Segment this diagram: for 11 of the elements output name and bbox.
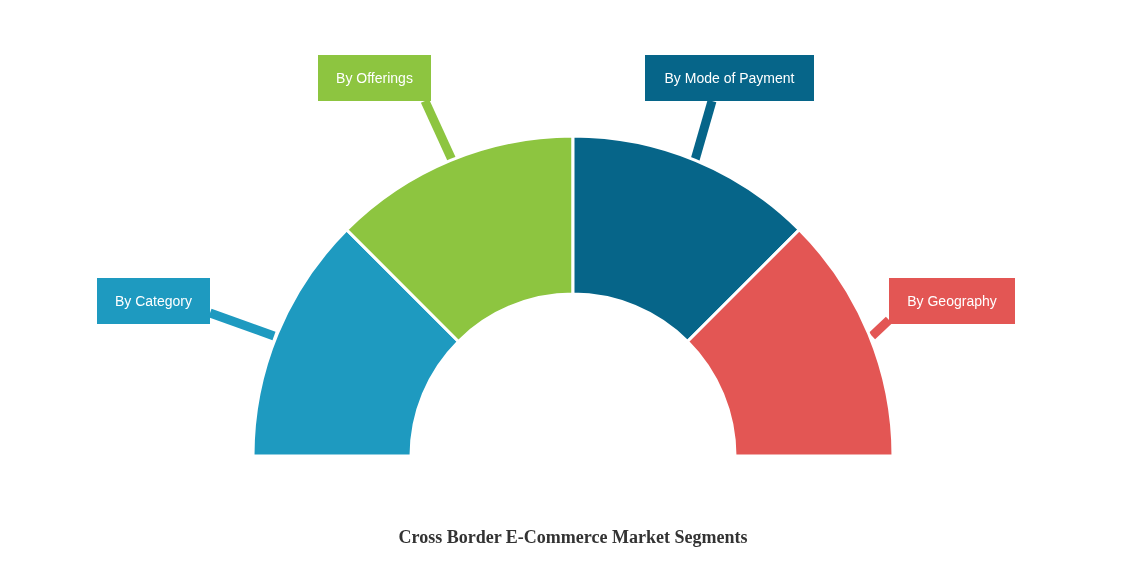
chart-title: Cross Border E-Commerce Market Segments bbox=[397, 527, 749, 548]
segment-label: By Category bbox=[97, 278, 210, 324]
chart-segment bbox=[571, 134, 801, 343]
chart-segment bbox=[686, 228, 895, 458]
leader-line bbox=[690, 99, 717, 162]
segment-label: By Geography bbox=[889, 278, 1015, 324]
leader-line bbox=[420, 99, 457, 162]
segment-label: By Mode of Payment bbox=[645, 55, 814, 101]
chart-segment bbox=[345, 134, 575, 343]
segment-label: By Offerings bbox=[318, 55, 431, 101]
leader-line bbox=[868, 316, 893, 340]
